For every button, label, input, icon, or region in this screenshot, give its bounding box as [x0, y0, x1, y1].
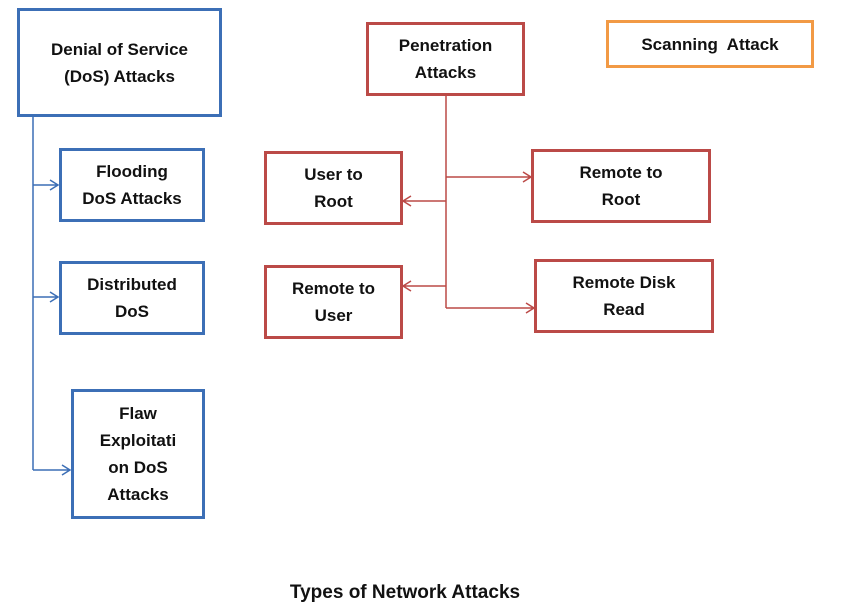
diagram-caption: Types of Network Attacks — [289, 582, 521, 603]
penetration-attacks-box: Penetration Attacks — [366, 22, 525, 96]
penetration-arrow-remote-disk-read — [446, 302, 536, 314]
penetration-arrow-remote-to-user — [401, 280, 446, 292]
distributed-dos-box: Distributed DoS — [59, 261, 205, 335]
remote-to-root-box: Remote to Root — [531, 149, 711, 223]
dos-attacks-box: Denial of Service (DoS) Attacks — [17, 8, 222, 117]
penetration-arrow-remote-to-root — [446, 171, 533, 183]
user-to-root-box: User to Root — [264, 151, 403, 225]
remote-to-user-box: Remote to User — [264, 265, 403, 339]
remote-disk-read-box: Remote Disk Read — [534, 259, 714, 333]
flooding-dos-box: Flooding DoS Attacks — [59, 148, 205, 222]
dos-arrow-flooding — [33, 179, 60, 191]
flaw-exploitation-dos-box: Flaw Exploitati on DoS Attacks — [71, 389, 205, 519]
dos-arrow-distributed — [33, 291, 60, 303]
dos-arrow-flaw — [33, 464, 72, 476]
penetration-arrow-user-to-root — [401, 195, 446, 207]
scanning-attack-box: Scanning Attack — [606, 20, 814, 68]
